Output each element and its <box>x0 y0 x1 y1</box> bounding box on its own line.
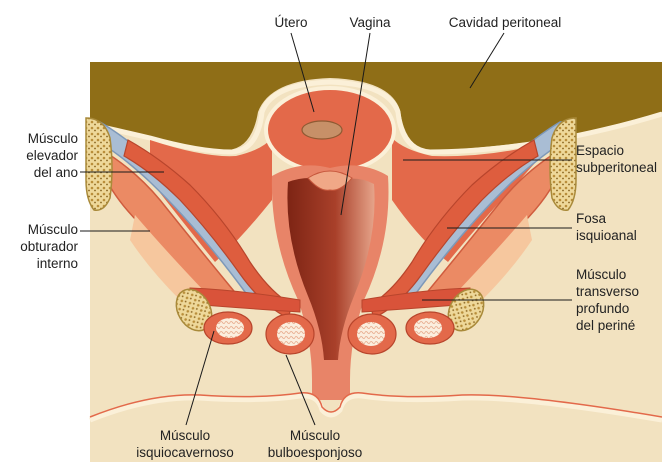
label-musculo-isquiocavernoso: Músculo isquiocavernoso <box>130 427 240 461</box>
ischiocavernosus-body-right <box>414 318 442 338</box>
label-vagina: Vagina <box>340 14 400 31</box>
label-musculo-obturador-interno: Músculo obturador interno <box>4 221 78 272</box>
vestibular-bulb-left <box>277 322 305 346</box>
ischiocavernosus-body-left <box>216 318 244 338</box>
hip-bone-right <box>550 118 576 210</box>
label-musculo-transverso-profundo-del-perine: Músculo transverso profundo del periné <box>576 266 662 334</box>
hip-bone-left <box>86 118 112 210</box>
label-fosa-isquioanal: Fosa isquioanal <box>576 210 662 244</box>
label-utero: Útero <box>265 14 317 31</box>
label-musculo-elevador-del-ano: Músculo elevador del ano <box>4 130 78 181</box>
label-cavidad-peritoneal: Cavidad peritoneal <box>430 14 580 31</box>
vestibular-bulb-right <box>357 322 385 346</box>
uterine-cavity <box>302 121 342 139</box>
label-musculo-bulboesponjoso: Músculo bulboesponjoso <box>262 427 368 461</box>
label-espacio-subperitoneal: Espacio subperitoneal <box>576 142 662 176</box>
